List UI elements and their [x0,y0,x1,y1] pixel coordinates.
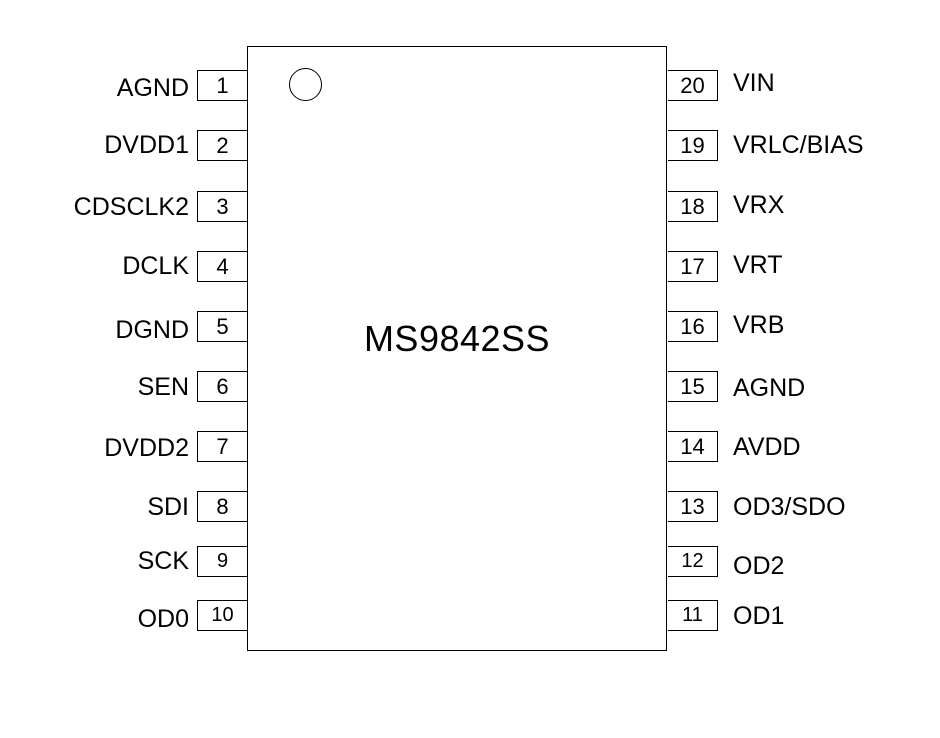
pin-left-number-box: 10 [197,600,247,631]
pin-right-number-box: 11 [668,600,718,631]
pin-right-number-box: 16 [668,311,718,342]
pin-left-label: SCK [137,547,189,575]
pin-right-label: OD1 [733,602,785,630]
pin-right-number-box: 19 [668,130,718,161]
pin-right-label: VIN [733,69,775,97]
pin-right-number-box: 13 [668,491,718,522]
pin-left-label: DVDD1 [104,131,189,159]
pin-left-label: DGND [115,316,189,344]
pin-left-label: OD0 [137,605,189,633]
pin-left-number-box: 8 [197,491,247,522]
pin-right-number-box: 20 [668,70,718,101]
pin-left-number-box: 9 [197,546,247,577]
chip-part-number: MS9842SS [363,318,551,359]
pin-left-number-box: 1 [197,70,247,101]
pin-right-number-box: 18 [668,191,718,222]
pin-right-label: AVDD [733,433,801,461]
pin-left-label: AGND [116,74,189,102]
pin-right-label: OD3/SDO [733,493,846,521]
pin-right-number-box: 14 [668,431,718,462]
pin1-indicator-circle [289,68,322,101]
pin-right-number-box: 15 [668,371,718,402]
pin-right-label: VRLC/BIAS [733,131,864,159]
pin-left-number-box: 3 [197,191,247,222]
pin-right-label: OD2 [733,552,785,580]
pin-left-number-box: 6 [197,371,247,402]
pin-left-number-box: 2 [197,130,247,161]
pin-right-number-box: 17 [668,251,718,282]
pin-left-number-box: 4 [197,251,247,282]
pin-left-number-box: 7 [197,431,247,462]
pin-right-number-box: 12 [668,546,718,577]
pin-left-label: DVDD2 [104,434,189,462]
pin-left-number-box: 5 [197,311,247,342]
pin-right-label: VRB [733,311,785,339]
pin-right-label: VRT [733,251,783,279]
pin-left-label: CDSCLK2 [73,193,189,221]
pin-left-label: SDI [147,493,189,521]
pin-left-label: DCLK [122,252,189,280]
pin-right-label: VRX [733,191,785,219]
chip-body [247,46,667,651]
pin-left-label: SEN [137,373,189,401]
pin-right-label: AGND [733,374,806,402]
